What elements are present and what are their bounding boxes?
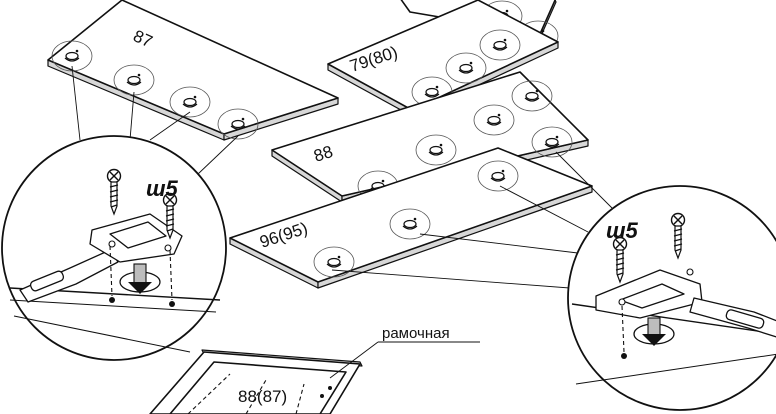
panel-96: 96(95) <box>229 147 593 289</box>
detail-circle-left: ш5 <box>1 135 227 361</box>
frame-door: 88(87) рамочная <box>149 325 480 414</box>
screw-size-label-right: ш5 <box>606 218 639 243</box>
leader-lines <box>71 65 613 291</box>
frame-door-label: 88(87) <box>238 387 287 406</box>
detail-circle-right: ш5 <box>567 185 776 411</box>
panel-88-label: 88 <box>311 142 335 166</box>
frame-callout-label: рамочная <box>382 325 450 342</box>
panel-87: 87 <box>47 0 339 141</box>
screw-size-label-left: ш5 <box>146 176 179 201</box>
